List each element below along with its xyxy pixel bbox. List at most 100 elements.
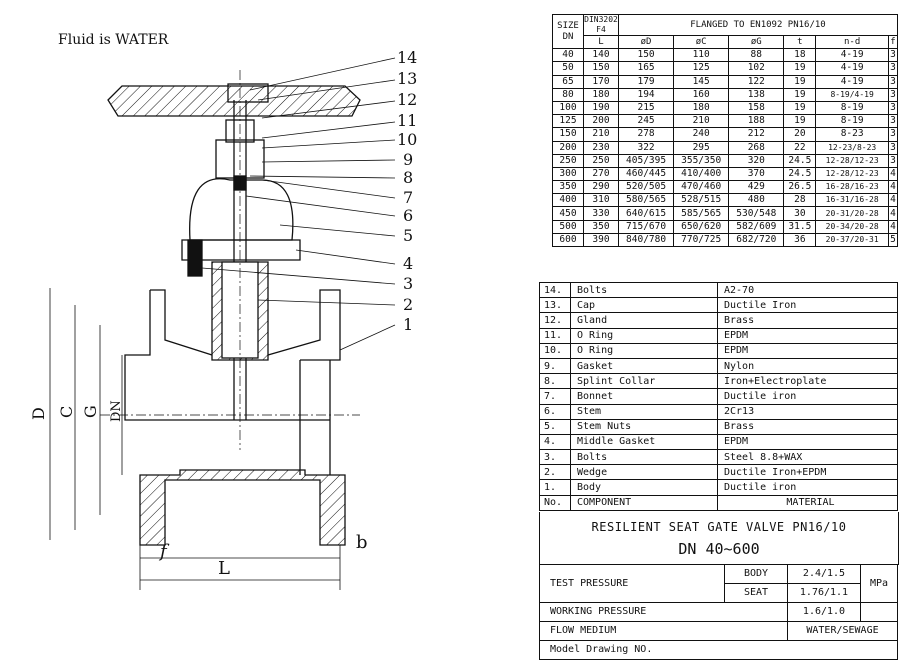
dimension-cell: 210 [583,127,619,142]
dimension-cell: 20-37/20-31 [815,232,889,248]
dimension-cell: 268 [728,140,785,155]
bonnet-bolt [187,239,203,277]
dimension-cell: 150 [552,127,584,142]
dimension-cell: 190 [583,100,619,116]
body-bottom [139,469,346,546]
body [150,289,341,361]
header-din: DIN3202 F4 [583,14,619,36]
dimension-cell: 194 [617,87,675,102]
material-component: O Ring [570,327,718,344]
material-no: 4. [539,433,571,451]
dimension-cell: 165 [617,61,675,76]
header-size: SIZE DN [552,13,584,50]
dimension-cell: 350 [552,180,584,195]
dimension-cell: 188 [728,114,785,129]
dimension-cell: 102 [728,61,785,76]
dimension-cell: 410/400 [673,166,730,182]
dimension-cell: 12-28/12-23 [815,153,889,168]
material-value: Brass [717,312,898,329]
material-component: O Ring [570,342,718,359]
material-value: EPDM [717,327,898,344]
dimension-cell: 715/670 [617,219,675,234]
col-f: f [887,34,899,50]
dim-L: L [218,558,230,579]
material-component: Gland [570,312,718,329]
dimension-cell: 295 [673,140,730,155]
material-component: Gasket [570,357,718,375]
dimension-cell: 200 [583,114,619,129]
part-no-6: 6 [403,206,413,225]
dimension-cell: 28 [783,193,817,208]
dimension-cell: 8-19 [815,114,889,129]
dimension-cell: 110 [673,48,730,63]
dimension-cell: 400 [552,193,584,208]
part-no-9: 9 [403,150,413,169]
dimension-cell: 5 [887,232,899,248]
dimension-cell: 3 [887,100,899,116]
material-component: Bolts [570,449,718,466]
dimension-cell: 429 [728,180,785,195]
dimension-cell: 180 [673,100,730,116]
header-flanged: FLANGED TO EN1092 PN16/10 [618,14,898,36]
material-value: Nylon [717,357,898,375]
dimension-cell: 19 [783,74,817,89]
dimension-cell: 450 [552,206,584,221]
dimension-cell: 355/350 [673,153,730,168]
dimension-cell: 210 [673,114,730,129]
col-C: øC [673,34,730,50]
dimension-cell: 3 [887,48,899,63]
dimension-cell: 300 [552,166,584,182]
material-value: EPDM [717,433,898,451]
material-value: A2-70 [717,281,898,299]
col-L: L [583,34,619,50]
working-pressure-value: 1.6/1.0 [787,602,861,622]
dimension-cell: 320 [728,153,785,168]
working-pressure-label: WORKING PRESSURE [539,602,788,622]
dimension-cell: 12-23/8-23 [815,140,889,155]
dimension-cell: 322 [617,140,675,155]
material-component: Splint Collar [570,373,718,390]
model-drawing-no: Model Drawing NO. [539,640,898,660]
test-pressure-label: TEST PRESSURE [539,564,725,603]
part-no-8: 8 [403,168,413,187]
dimension-cell: 24.5 [783,166,817,182]
dimension-cell: 140 [583,48,619,63]
col-t: t [783,34,817,50]
dim-DN: DN [109,400,124,422]
dimension-cell: 18 [783,48,817,63]
dimension-cell: 530/548 [728,206,785,221]
dimension-cell: 200 [552,140,584,155]
dimension-cell: 650/620 [673,219,730,234]
material-value: 2Cr13 [717,403,898,420]
dimension-cell: 179 [617,74,675,89]
part-no-10: 10 [397,130,417,149]
dimension-cell: 138 [728,87,785,102]
dimension-cell: 100 [552,100,584,116]
dimension-table: SIZE DN DIN3202 F4 FLANGED TO EN1092 PN1… [552,13,899,248]
dimension-cell: 840/780 [617,232,675,248]
dimension-cell: 470/460 [673,180,730,195]
dimension-cell: 230 [583,140,619,155]
dimension-cell: 170 [583,74,619,89]
dimension-cell: 30 [783,206,817,221]
unit-mpa: MPa [860,564,898,603]
dimension-cell: 4 [887,166,899,182]
title-block: RESILIENT SEAT GATE VALVE PN16/10 DN 40~… [539,512,899,565]
dimension-cell: 405/395 [617,153,675,168]
part-no-13: 13 [397,69,417,88]
material-no: 3. [539,449,571,466]
dimension-cell: 600 [552,232,584,248]
material-component: Stem [570,403,718,420]
material-component: Stem Nuts [570,418,718,435]
material-component: Wedge [570,464,718,481]
